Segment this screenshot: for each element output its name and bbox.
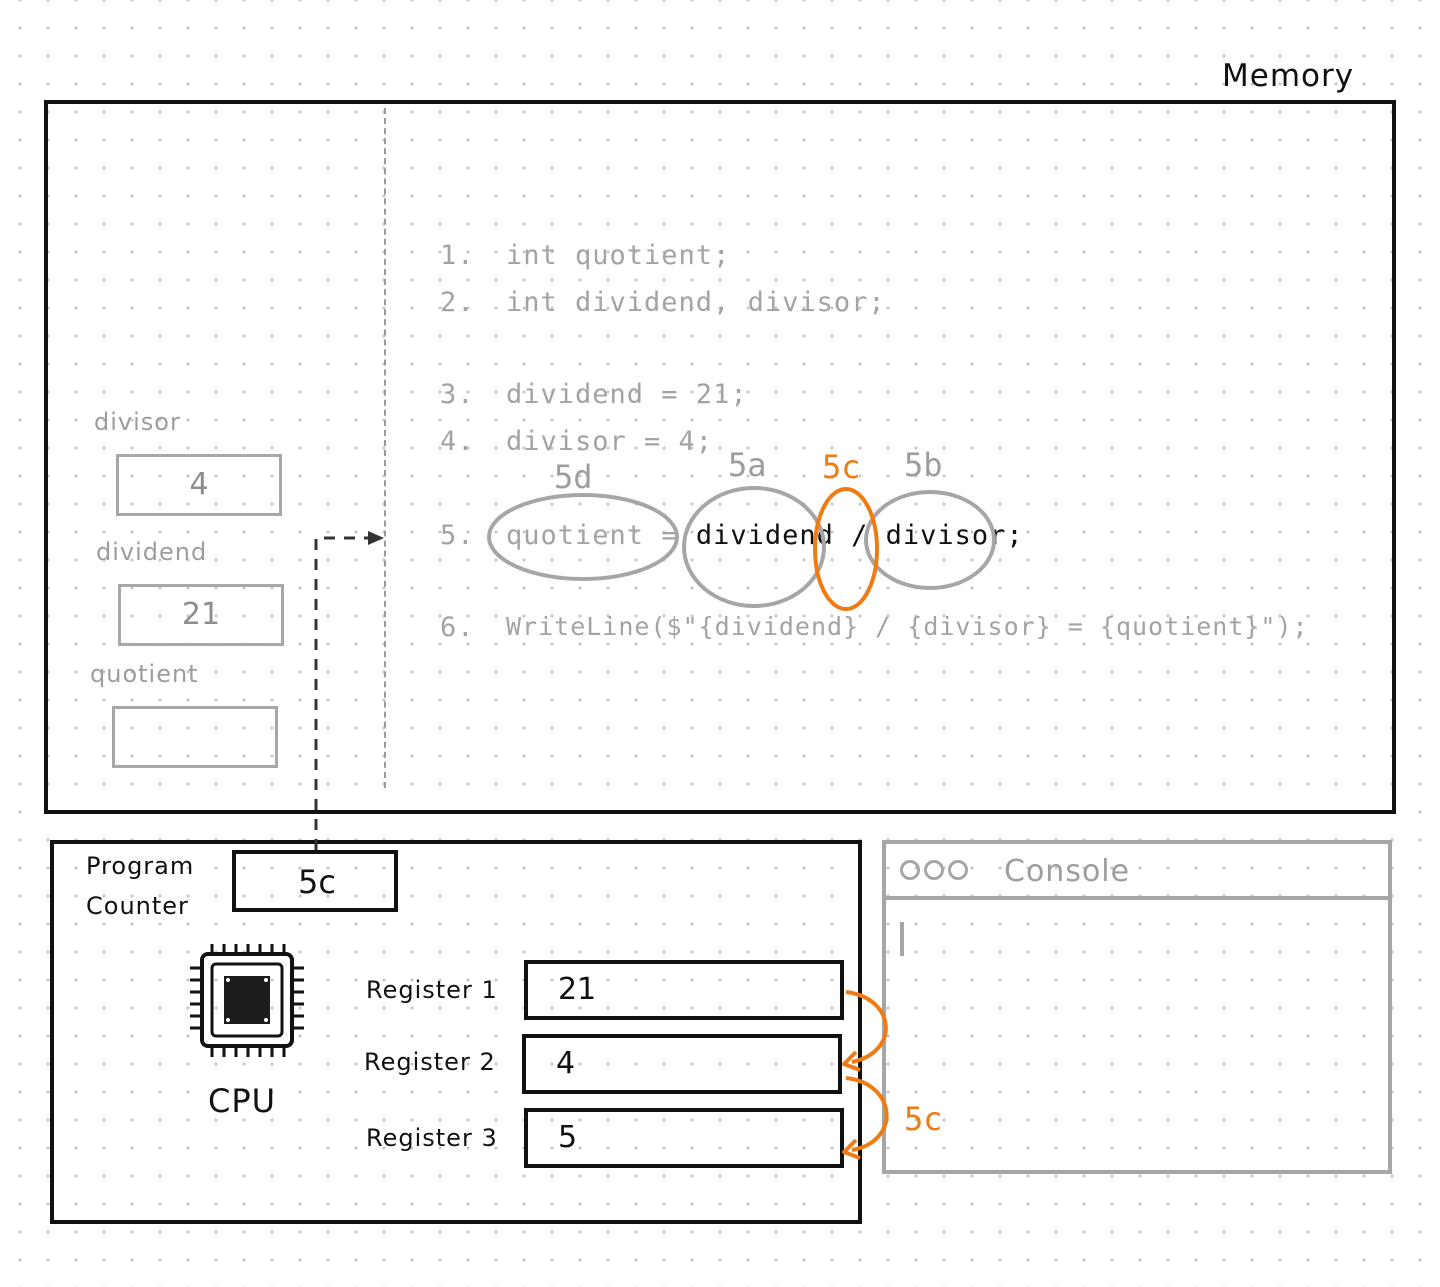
step-tag-5b: 5b bbox=[904, 446, 943, 484]
register-3-label: Register 3 bbox=[366, 1124, 498, 1152]
register-1-label: Register 1 bbox=[366, 976, 498, 1004]
register-1-box: 21 bbox=[524, 960, 844, 1020]
line-number: 2. bbox=[440, 287, 475, 318]
code-token-dividend: dividend bbox=[695, 520, 834, 551]
code-token-divisor: divisor; bbox=[885, 520, 1024, 551]
step-tag-5d: 5d bbox=[554, 458, 593, 496]
cpu-chip-icon bbox=[190, 944, 304, 1057]
variable-label-dividend: dividend bbox=[96, 538, 208, 566]
variable-label-divisor: divisor bbox=[94, 408, 181, 436]
window-controls bbox=[900, 860, 968, 880]
program-counter-value: 5c bbox=[232, 850, 398, 912]
cpu-label: CPU bbox=[208, 1082, 277, 1120]
code-line-5: quotient = dividend / divisor; bbox=[506, 520, 1024, 551]
variable-label-quotient: quotient bbox=[90, 660, 199, 688]
variable-box-divisor: 4 bbox=[116, 454, 282, 516]
step-tag-5c: 5c bbox=[822, 448, 861, 486]
line-number: 3. bbox=[440, 379, 475, 410]
register-2-box: 4 bbox=[522, 1034, 842, 1094]
window-dot-icon bbox=[948, 860, 968, 880]
memory-divider bbox=[384, 108, 386, 788]
code-line-1: int quotient; bbox=[506, 240, 731, 271]
memory-title: Memory bbox=[1222, 58, 1355, 94]
code-token-divide: / bbox=[833, 520, 886, 551]
line-number: 1. bbox=[440, 240, 475, 271]
code-token-quotient-assign: quotient = bbox=[506, 520, 696, 551]
console-cursor bbox=[900, 922, 904, 956]
code-line-4: divisor = 4; bbox=[506, 426, 714, 457]
code-line-3: dividend = 21; bbox=[506, 379, 748, 410]
step-tag-5a: 5a bbox=[728, 446, 767, 484]
code-line-6: WriteLine($"{dividend} / {divisor} = {qu… bbox=[506, 612, 1309, 641]
variable-box-dividend: 21 bbox=[118, 584, 284, 646]
window-dot-icon bbox=[924, 860, 944, 880]
line-number: 5. bbox=[440, 520, 475, 551]
window-dot-icon bbox=[900, 860, 920, 880]
variable-box-quotient bbox=[112, 706, 278, 768]
register-3-box: 5 bbox=[524, 1108, 844, 1168]
console-title: Console bbox=[1004, 854, 1131, 889]
program-counter-label: Program Counter bbox=[86, 852, 195, 920]
line-number: 6. bbox=[440, 612, 475, 643]
console-title-bar: Console bbox=[886, 844, 1388, 900]
operation-tag-5c: 5c bbox=[904, 1100, 943, 1138]
register-2-label: Register 2 bbox=[364, 1048, 496, 1076]
memory-panel bbox=[44, 100, 1396, 814]
code-line-2: int dividend, divisor; bbox=[506, 287, 886, 318]
line-number: 4. bbox=[440, 426, 475, 457]
console-window: Console bbox=[882, 840, 1392, 1174]
